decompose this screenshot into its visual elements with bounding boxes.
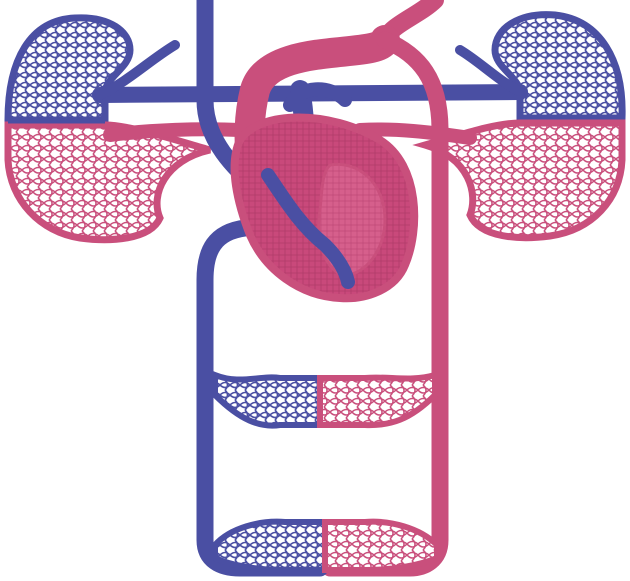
lung-left-blue-half xyxy=(8,18,130,120)
upper-capillary-bed xyxy=(215,375,435,426)
lung-right xyxy=(425,15,622,238)
lung-right-blue-half xyxy=(495,15,622,118)
lung-left-pink-half xyxy=(8,125,210,240)
heart xyxy=(235,89,415,298)
lower-capillary-bed xyxy=(215,522,437,570)
